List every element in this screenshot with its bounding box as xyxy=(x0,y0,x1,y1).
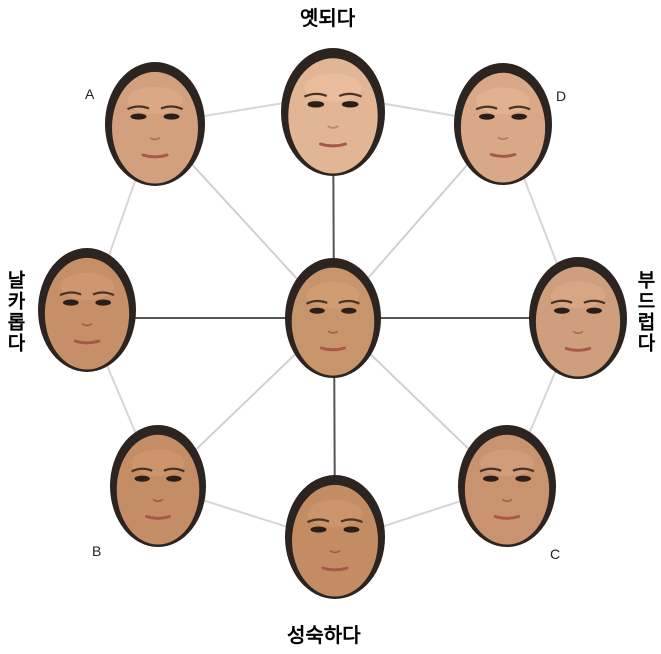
face-highlight xyxy=(551,281,605,308)
eye-right xyxy=(164,113,180,119)
face-highlight xyxy=(132,449,185,476)
eye-left xyxy=(483,476,499,482)
eye-right xyxy=(95,299,111,305)
face-c xyxy=(458,425,556,547)
eye-left xyxy=(63,299,79,305)
face-a xyxy=(105,62,205,186)
eye-left xyxy=(309,308,324,314)
face-highlight xyxy=(476,87,530,114)
eye-left xyxy=(554,308,570,314)
eye-left xyxy=(308,101,325,107)
label-right: 부드럽다 xyxy=(635,270,654,354)
eye-right xyxy=(342,101,359,107)
face-highlight xyxy=(308,500,363,527)
faces-layer xyxy=(38,48,627,599)
eye-left xyxy=(134,476,149,482)
corner-c: C xyxy=(550,546,560,562)
face-center xyxy=(285,258,381,378)
label-bottom: 성숙하다 xyxy=(287,625,361,645)
eye-right xyxy=(341,308,356,314)
label-left: 날카롭다 xyxy=(5,270,24,354)
face-highlight xyxy=(307,282,360,308)
eye-right xyxy=(166,476,181,482)
face-highlight xyxy=(128,87,183,114)
eye-left xyxy=(311,526,327,532)
face-highlight xyxy=(480,449,534,476)
face-d xyxy=(454,63,552,185)
face-top xyxy=(281,48,385,176)
eye-right xyxy=(511,114,527,120)
corner-a: A xyxy=(85,86,94,102)
face-right xyxy=(529,257,627,379)
corner-b: B xyxy=(92,543,101,559)
corner-d: D xyxy=(556,88,566,104)
face-highlight xyxy=(60,273,114,300)
eye-right xyxy=(515,476,531,482)
label-top: 옛되다 xyxy=(300,8,355,28)
eye-right xyxy=(344,526,360,532)
face-highlight xyxy=(304,74,361,102)
eye-right xyxy=(586,308,602,314)
face-bottom xyxy=(285,475,385,599)
face-left xyxy=(38,248,136,372)
face-b xyxy=(110,425,206,547)
eye-left xyxy=(131,113,147,119)
eye-left xyxy=(479,114,495,120)
